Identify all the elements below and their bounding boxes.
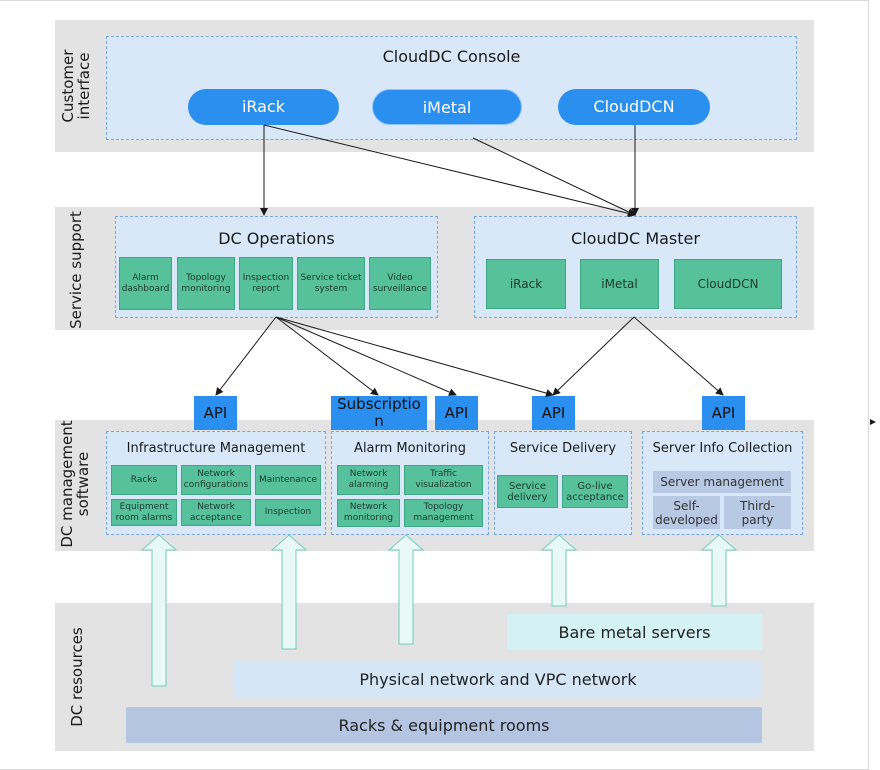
infra-item-network-configurations: Network configurations [181, 465, 251, 495]
api-box-infrastructure: API [194, 396, 237, 430]
api-box-subscription: Subscriptio n [331, 396, 427, 430]
api-box-alarm: API [435, 396, 478, 430]
delivery-item-service-delivery: Service delivery [497, 475, 558, 508]
arrow-ops-to-api-subscription [275, 316, 379, 396]
clouddc-master-title: CloudDC Master [571, 229, 700, 248]
infra-item-inspection: Inspection [255, 499, 321, 526]
api-box-service-delivery: API [532, 396, 575, 430]
master-imetal-module: iMetal [580, 259, 659, 309]
alarm-item-network-monitoring: Network monitoring [337, 499, 400, 527]
server-self-developed-box: Self- developed [653, 496, 720, 529]
dc-operations-title: DC Operations [218, 229, 335, 248]
up-arrow-network-to-alarm [387, 534, 425, 645]
arrow-ops-to-api-alarm [275, 316, 457, 396]
up-arrow-bare-to-server-info [700, 534, 738, 607]
console-clouddcn-button[interactable]: CloudDCN [558, 89, 710, 125]
alarm-item-network-alarming: Network alarming [337, 465, 400, 495]
master-clouddcn-module: CloudDCN [674, 259, 782, 309]
bare-metal-servers-layer: Bare metal servers [507, 614, 762, 650]
up-arrow-racks-to-infra [140, 534, 178, 687]
alarm-item-traffic-visualization: Traffic visualization [404, 465, 483, 495]
up-arrow-bare-to-delivery [540, 534, 578, 607]
server-info-collection-title: Server Info Collection [652, 441, 793, 456]
edge-marker-icon [870, 419, 876, 425]
alarm-item-topology-management: Topology management [404, 499, 483, 527]
racks-equipment-rooms-layer: Racks & equipment rooms [126, 707, 762, 743]
arrow-ops-to-api-infra [215, 316, 277, 396]
infra-item-network-acceptance: Network acceptance [181, 499, 251, 526]
ops-item-topology-monitoring: Topology monitoring [177, 257, 235, 310]
physical-network-layer: Physical network and VPC network [234, 661, 762, 697]
arrow-imetal-to-master [472, 137, 636, 216]
delivery-item-go-live-acceptance: Go-live acceptance [562, 475, 628, 508]
server-management-box: Server management [653, 471, 791, 493]
arrow-ops-to-api-delivery [275, 316, 554, 397]
infra-item-equipment-room-alarms: Equipment room alarms [111, 499, 177, 526]
master-irack-module: iRack [486, 259, 566, 309]
ops-item-alarm-dashboard: Alarm dashboard [119, 257, 172, 310]
arrow-master-to-api-server [633, 316, 724, 396]
arrow-irack-to-master [263, 124, 636, 218]
infrastructure-management-title: Infrastructure Management [126, 441, 306, 456]
arrow-master-to-api-delivery [552, 316, 635, 396]
infra-item-racks: Racks [111, 465, 177, 495]
clouddc-console-title: CloudDC Console [382, 47, 521, 66]
alarm-monitoring-title: Alarm Monitoring [354, 441, 466, 456]
console-irack-button[interactable]: iRack [188, 89, 339, 125]
ops-item-inspection-report: Inspection report [239, 257, 293, 310]
api-box-server-info: API [702, 396, 745, 430]
ops-item-video-surveillance: Video surveillance [369, 257, 431, 310]
ops-item-service-ticket: Service ticket system [297, 257, 365, 310]
infra-item-maintenance: Maintenance [255, 465, 321, 495]
up-arrow-network-to-infra [270, 534, 308, 650]
console-imetal-button[interactable]: iMetal [372, 89, 522, 125]
server-third-party-box: Third- party [724, 496, 791, 529]
service-delivery-title: Service Delivery [509, 441, 617, 456]
